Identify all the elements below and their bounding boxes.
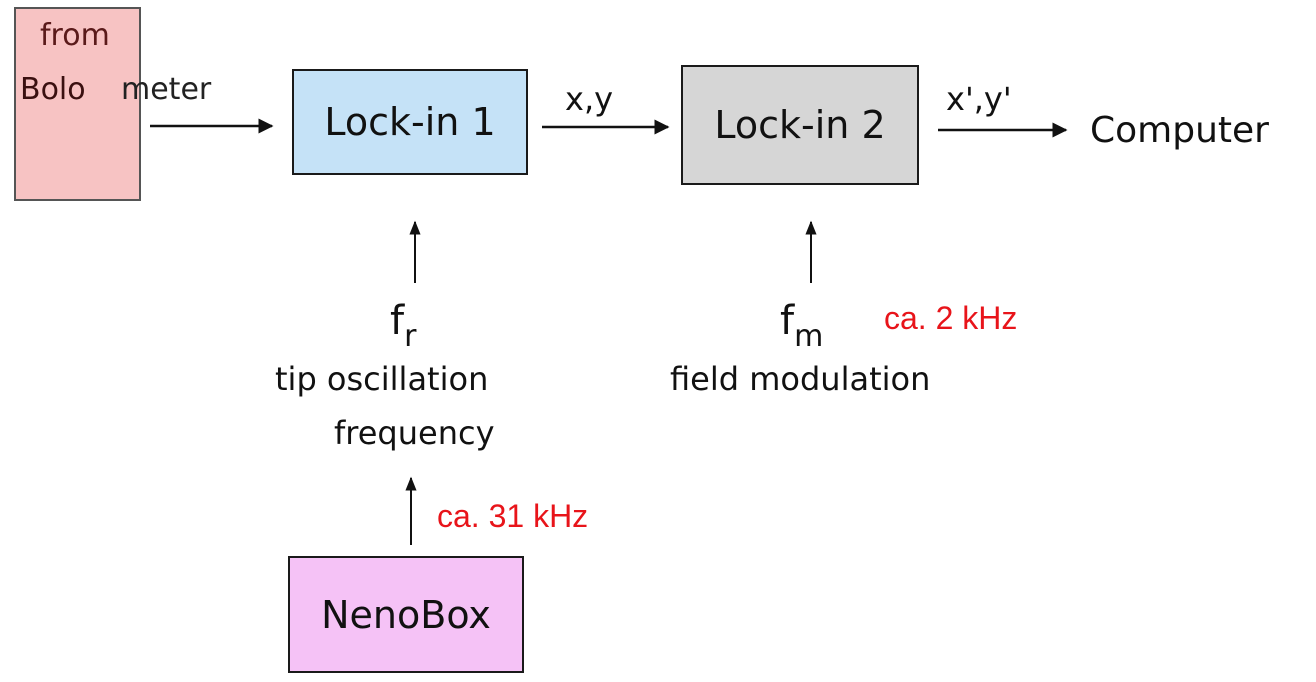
fr-description-line2: frequency — [334, 414, 495, 452]
fr-description-line1: tip oscillation — [275, 360, 489, 398]
bolometer-box — [14, 7, 141, 201]
fr-symbol: fr — [390, 298, 416, 354]
bolometer-from-label: from — [40, 18, 110, 53]
nenobox-box: NenoBox — [288, 556, 524, 673]
bolometer-name-label-part1: Bolo — [20, 72, 86, 107]
fm-symbol-base: f — [780, 298, 795, 344]
xy-prime-signal-label: x',y' — [946, 80, 1012, 118]
fr-symbol-base: f — [390, 298, 405, 344]
fm-symbol: fm — [780, 298, 823, 354]
xy-signal-label: x,y — [565, 80, 614, 118]
fm-frequency-annotation: ca. 2 kHz — [884, 300, 1018, 336]
nenobox-label: NenoBox — [321, 592, 491, 637]
fr-frequency-annotation: ca. 31 kHz — [437, 498, 589, 534]
fm-subscript: m — [794, 319, 824, 354]
lockin2-label: Lock-in 2 — [714, 103, 886, 147]
lockin1-label: Lock-in 1 — [324, 100, 496, 144]
lockin2-box: Lock-in 2 — [681, 65, 919, 185]
lockin1-box: Lock-in 1 — [292, 69, 528, 175]
bolometer-name-label-part2: meter — [121, 72, 212, 107]
fm-description: field modulation — [670, 360, 931, 398]
computer-label: Computer — [1090, 110, 1269, 151]
fr-subscript: r — [404, 319, 417, 354]
